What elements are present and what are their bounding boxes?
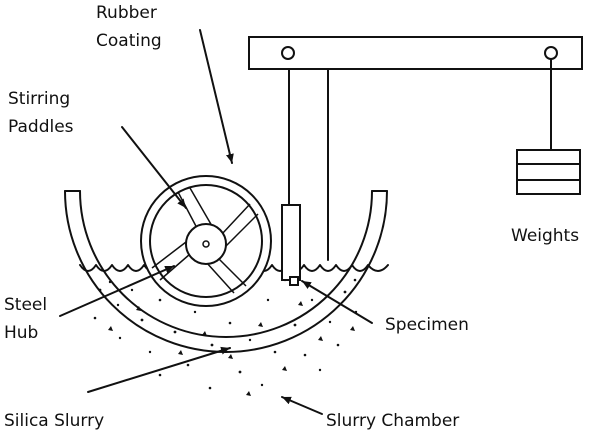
steel-hub-label: Steel	[4, 295, 47, 315]
silica-slurry-label: Silica Slurry	[4, 411, 104, 431]
weights-label: Weights	[511, 226, 579, 246]
stirring-wheel	[141, 176, 271, 306]
stirring-paddles-label: Stirring	[8, 89, 70, 109]
rubber-coating-label: Rubber	[96, 3, 157, 23]
loading-arm	[249, 37, 582, 285]
stirring-paddles-label-2: Paddles	[8, 117, 74, 137]
specimen-label: Specimen	[385, 315, 469, 335]
steel-hub	[186, 224, 226, 264]
steel-hub-label-2: Hub	[4, 323, 38, 343]
slurry-chamber-label: Slurry Chamber	[326, 411, 459, 431]
weights-stack	[517, 150, 580, 194]
specimen-holder	[282, 205, 300, 280]
specimen	[290, 277, 298, 285]
beam	[249, 37, 582, 69]
rubber-coating-label-2: Coating	[96, 31, 162, 51]
